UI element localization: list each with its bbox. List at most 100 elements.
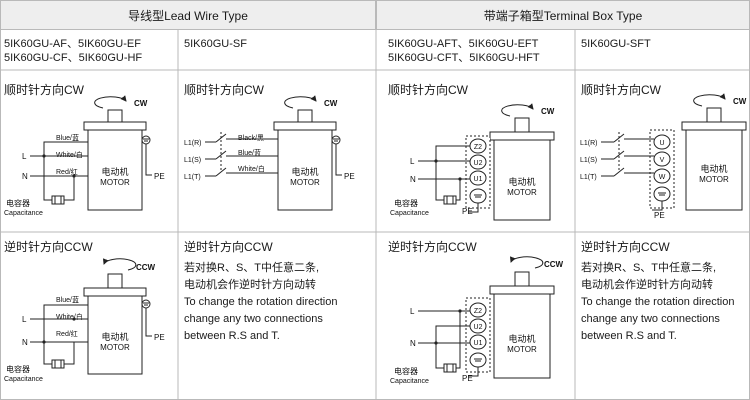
pe-wire bbox=[652, 201, 663, 211]
motor-body bbox=[277, 129, 333, 211]
line-N-label: N bbox=[410, 339, 416, 348]
wire-T bbox=[601, 172, 654, 177]
motor-shaft bbox=[297, 109, 313, 123]
ground-symbol bbox=[469, 188, 487, 204]
ground-symbol bbox=[331, 135, 341, 145]
motor-cn-label: 电动机 bbox=[101, 331, 128, 342]
motor-en-label: MOTOR bbox=[100, 343, 130, 352]
note-cn-line2: 电动机会作逆时针方向动转 bbox=[581, 279, 713, 291]
motor-body bbox=[87, 295, 143, 375]
motor-body bbox=[87, 129, 143, 211]
ground-symbol bbox=[141, 299, 151, 309]
note-en-line2: change any two connections bbox=[184, 313, 323, 325]
wire-white-label: White/白 bbox=[238, 164, 265, 173]
pe-wire bbox=[145, 308, 152, 337]
l1t-label: L1(T) bbox=[580, 174, 597, 181]
terminal-u1: U1 bbox=[469, 170, 487, 186]
terminal-z2: Z2 bbox=[469, 138, 487, 154]
cw-title-col1: 顺时针方向CW bbox=[4, 83, 84, 97]
motor-flange bbox=[83, 121, 147, 131]
ground-symbol bbox=[653, 186, 671, 202]
motor-cn-label: 电动机 bbox=[508, 333, 535, 344]
terminal-u2: U2 bbox=[469, 154, 487, 170]
wire-capacitor-link bbox=[456, 179, 461, 201]
motor-shaft bbox=[706, 107, 722, 123]
pe-label: PE bbox=[654, 211, 665, 220]
rotation-arrow bbox=[284, 95, 317, 109]
wire-capacitor-link bbox=[456, 311, 461, 369]
diagram-terminal-box-cw: CW 电动机 MOTOR Z2 U2 U1 PE L N 电容器 Capacit… bbox=[390, 103, 555, 221]
motor-cn-label: 电动机 bbox=[101, 166, 128, 177]
wire-z2 bbox=[435, 145, 470, 201]
svg-text:Z2: Z2 bbox=[474, 308, 482, 315]
capacitor-symbol bbox=[443, 363, 457, 373]
motor-en-label: MOTOR bbox=[290, 178, 320, 187]
pe-label: PE bbox=[154, 333, 165, 342]
note-en-line1: To change the rotation direction bbox=[184, 296, 338, 308]
capacitor-en-label: Capacitance bbox=[390, 378, 429, 385]
capacitor-cn-label: 电容器 bbox=[394, 198, 418, 208]
diagram-terminal-box-ccw: CCW 电动机 MOTOR Z2 U2 U1 PE L N 电容器 Capaci… bbox=[390, 256, 564, 385]
svg-text:U2: U2 bbox=[474, 324, 483, 331]
terminal-u1: U1 bbox=[469, 334, 487, 350]
terminal-u: U bbox=[653, 134, 671, 150]
line-N-label: N bbox=[22, 172, 28, 181]
motor-shaft bbox=[107, 273, 123, 289]
motor-cn-label: 电动机 bbox=[700, 163, 727, 174]
note-en-line3: between R.S and T. bbox=[184, 330, 280, 342]
capacitor-cn-label: 电容器 bbox=[6, 198, 30, 208]
wire-junction-dots bbox=[434, 309, 462, 345]
wire-blue-label: Blue/蓝 bbox=[56, 295, 79, 304]
wire-R bbox=[601, 138, 654, 143]
svg-text:U: U bbox=[659, 140, 664, 147]
pe-label: PE bbox=[462, 374, 473, 383]
pe-wire bbox=[335, 144, 342, 176]
model-label-col4: 5IK60GU-SFT bbox=[581, 38, 651, 50]
ccw-title-col2: 逆时针方向CCW bbox=[184, 240, 273, 254]
motor-shaft bbox=[514, 117, 530, 133]
pe-label: PE bbox=[154, 172, 165, 181]
motor-shaft bbox=[514, 271, 530, 287]
cw-label: CW bbox=[324, 99, 338, 108]
terminal-w: W bbox=[653, 168, 671, 184]
cw-label: CW bbox=[134, 99, 148, 108]
wire-u2 bbox=[435, 325, 470, 369]
motor-en-label: MOTOR bbox=[100, 178, 130, 187]
diagram-terminal-box-3phase-cw: CW 电动机 MOTOR U V W PE L1(R) L1(S) L1(T) bbox=[580, 93, 747, 220]
motor-cn-label: 电动机 bbox=[508, 176, 535, 187]
model-label-col3-line2: 5IK60GU-CFT、5IK60GU-HFT bbox=[388, 52, 540, 64]
pe-wire bbox=[468, 203, 479, 213]
motor-flange bbox=[681, 121, 747, 131]
motor-en-label: MOTOR bbox=[507, 345, 537, 354]
motor-cn-label: 电动机 bbox=[291, 166, 318, 177]
cw-title-col2: 顺时针方向CW bbox=[184, 83, 264, 97]
rotation-arrow bbox=[94, 95, 127, 109]
motor-flange bbox=[83, 287, 147, 297]
wire-junction-dots bbox=[42, 154, 76, 178]
cw-title-col3: 顺时针方向CW bbox=[388, 83, 468, 97]
reverse-direction-note-col2: 若对换R、S、T中任意二条, 电动机会作逆时针方向动转 To change th… bbox=[184, 260, 354, 345]
capacitor-symbol bbox=[443, 195, 457, 205]
capacitor-cn-label: 电容器 bbox=[6, 364, 30, 374]
switch-contacts bbox=[215, 132, 227, 177]
wire-junction-dots bbox=[42, 317, 76, 344]
diagram-lead-wire-cw: CW 电动机 MOTOR PE L N Blue/蓝 White/白 Red/红… bbox=[4, 95, 165, 217]
motor-shaft bbox=[107, 109, 123, 123]
cw-label: CW bbox=[733, 97, 747, 106]
reverse-direction-note-col4: 若对换R、S、T中任意二条, 电动机会作逆时针方向动转 To change th… bbox=[581, 260, 750, 345]
capacitor-cn-label: 电容器 bbox=[394, 366, 418, 376]
motor-body bbox=[493, 293, 551, 379]
terminal-v: V bbox=[653, 151, 671, 167]
wire-red-label: Red/红 bbox=[56, 167, 78, 176]
note-cn-line1: 若对换R、S、T中任意二条, bbox=[184, 262, 320, 274]
terminal-z2: Z2 bbox=[469, 302, 487, 318]
svg-text:U1: U1 bbox=[474, 340, 483, 347]
lead-wire-type-header: 导线型Lead Wire Type bbox=[0, 0, 376, 30]
terminal-u2: U2 bbox=[469, 318, 487, 334]
note-en-line2: change any two connections bbox=[581, 313, 720, 325]
terminal-box-type-header: 带端子箱型Terminal Box Type bbox=[376, 0, 750, 30]
wire-white-label: White/白 bbox=[56, 312, 83, 321]
wire-red-label: Red/红 bbox=[56, 329, 78, 338]
ccw-title-col4: 逆时针方向CCW bbox=[581, 240, 670, 254]
